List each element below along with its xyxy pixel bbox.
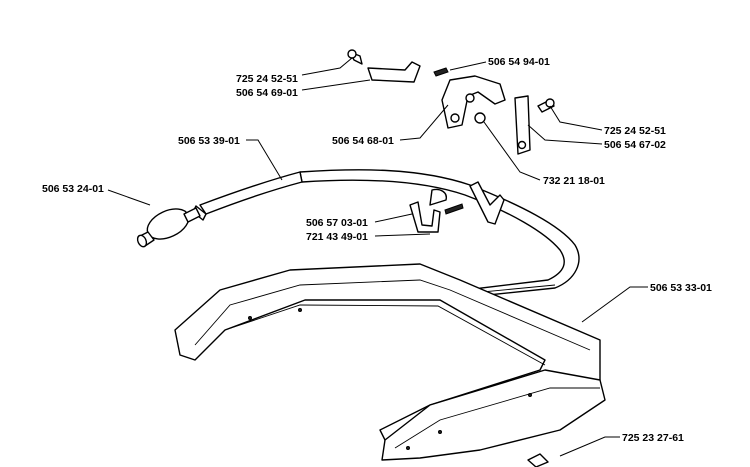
label-506-53-33-01: 506 53 33-01 xyxy=(650,282,712,294)
label-721-43-49-01: 721 43 49-01 xyxy=(306,231,368,243)
label-732-21-18-01: 732 21 18-01 xyxy=(543,175,605,187)
label-506-57-03-01: 506 57 03-01 xyxy=(306,217,368,229)
primer-bulb xyxy=(136,207,201,248)
clip-assembly xyxy=(409,181,505,233)
harness-plate xyxy=(174,263,606,467)
primer-tube xyxy=(192,171,303,221)
label-506-53-39-01: 506 53 39-01 xyxy=(178,135,240,147)
label-506-54-68-01: 506 54 68-01 xyxy=(332,135,394,147)
leader-lines xyxy=(107,57,648,457)
label-506-54-67-02: 506 54 67-02 xyxy=(604,139,666,151)
label-506-54-69-01: 506 54 69-01 xyxy=(236,87,298,99)
label-506-54-94-01: 506 54 94-01 xyxy=(488,56,550,68)
label-725-24-52-51-top: 725 24 52-51 xyxy=(236,73,298,85)
label-506-53-24-01: 506 53 24-01 xyxy=(42,183,104,195)
label-725-24-52-51-right: 725 24 52-51 xyxy=(604,125,666,137)
top-brackets xyxy=(347,49,555,155)
label-725-23-27-61: 725 23 27-61 xyxy=(622,432,684,444)
part-labels: 725 24 52-51 506 54 69-01 506 54 94-01 5… xyxy=(42,56,712,444)
